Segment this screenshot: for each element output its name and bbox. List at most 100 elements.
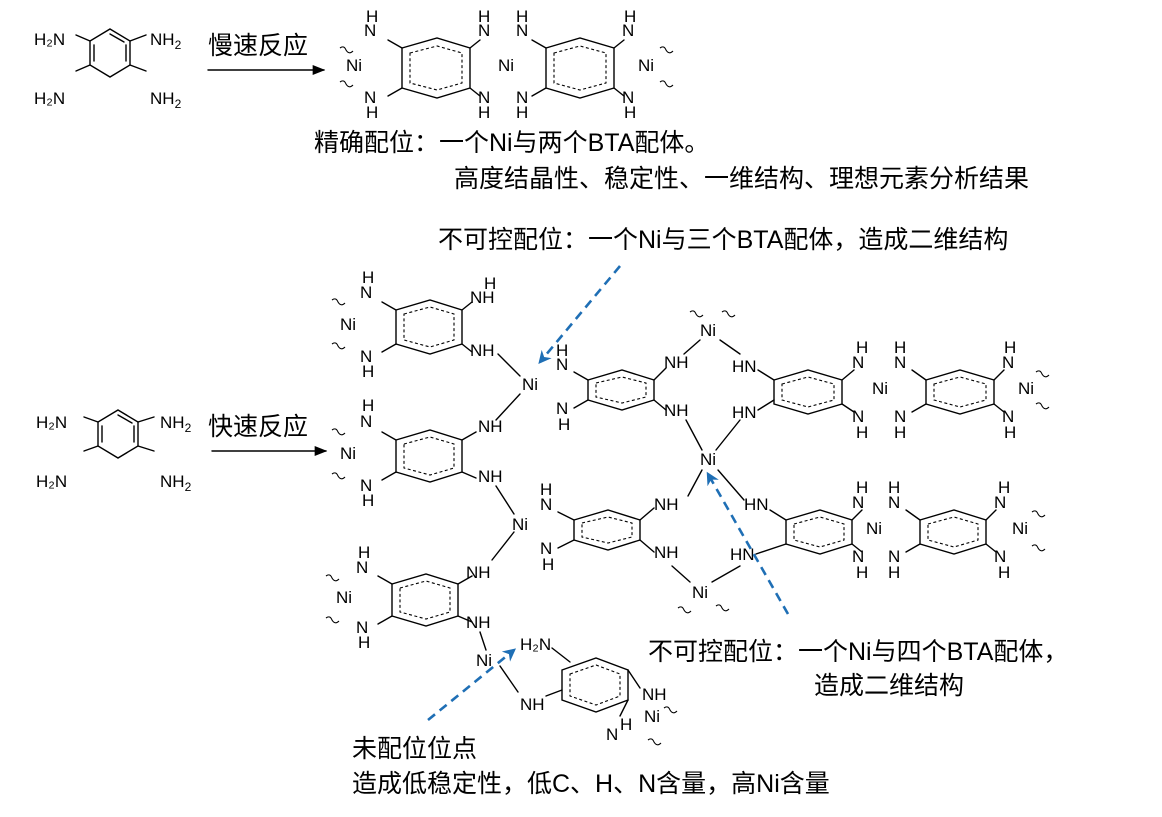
svg-text:N: N [994, 493, 1006, 512]
svg-text:H₂N: H₂N [520, 635, 551, 654]
svg-text:N: N [478, 88, 490, 107]
svg-text:Ni: Ni [700, 450, 716, 469]
svg-text:H: H [478, 103, 490, 122]
tetra-coord-caption-line1: 不可控配位：一个Ni与四个BTA配体， [648, 638, 1068, 666]
svg-text:HN: HN [744, 495, 769, 514]
svg-text:H: H [358, 633, 370, 652]
uncoord-pointer [427, 648, 517, 722]
svg-text:H: H [362, 396, 374, 415]
svg-text:H: H [366, 103, 378, 122]
svg-text:Ni: Ni [692, 583, 708, 602]
svg-text:N: N [556, 399, 568, 418]
svg-text:NH: NH [466, 613, 491, 632]
svg-text:N: N [894, 407, 906, 426]
svg-text:N: N [540, 539, 552, 558]
svg-text:H: H [888, 563, 900, 582]
svg-text:Ni: Ni [498, 56, 514, 75]
svg-text:N: N [852, 547, 864, 566]
monomer-top: H₂N H₂N NH2 NH2 [34, 28, 182, 111]
svg-text:N: N [516, 21, 528, 40]
svg-text:Ni: Ni [700, 321, 716, 340]
svg-text:H: H [1004, 423, 1016, 442]
svg-text:H: H [542, 555, 554, 574]
svg-text:N: N [888, 547, 900, 566]
svg-text:NH: NH [654, 495, 679, 514]
svg-text:H: H [358, 543, 370, 562]
amine-label: H₂N [34, 89, 65, 108]
svg-text:Ni: Ni [1012, 519, 1028, 538]
svg-text:Ni: Ni [340, 315, 356, 334]
svg-text:NH: NH [520, 695, 545, 714]
svg-text:H: H [484, 274, 496, 293]
svg-text:N: N [356, 618, 368, 637]
svg-text:N: N [894, 353, 906, 372]
svg-text:NH: NH [642, 685, 667, 704]
svg-text:H: H [558, 415, 570, 434]
svg-text:N: N [852, 407, 864, 426]
slow-reaction-label: 慢速反应 [208, 32, 308, 60]
svg-text:H: H [540, 480, 552, 499]
svg-text:N: N [356, 558, 368, 577]
amine-label: H₂N [34, 30, 65, 49]
svg-text:N: N [540, 495, 552, 514]
svg-text:N: N [478, 21, 490, 40]
tri-coord-caption: 不可控配位：一个Ni与三个BTA配体，造成二维结构 [438, 226, 1008, 254]
svg-text:NH: NH [478, 467, 503, 486]
svg-text:H: H [1004, 338, 1016, 357]
svg-text:H: H [624, 103, 636, 122]
svg-text:Ni: Ni [346, 56, 362, 75]
svg-text:H: H [894, 338, 906, 357]
tetra-coord-caption-line2: 造成二维结构 [814, 672, 964, 700]
svg-text:H: H [856, 563, 868, 582]
svg-text:NH: NH [664, 353, 689, 372]
tetra-coord-pointer [706, 471, 790, 615]
amine-label: NH2 [150, 30, 182, 52]
svg-text:Ni: Ni [340, 444, 356, 463]
svg-text:Ni: Ni [638, 56, 654, 75]
svg-text:N: N [622, 21, 634, 40]
svg-text:N: N [360, 476, 372, 495]
svg-text:Ni: Ni [336, 588, 352, 607]
svg-text:H: H [362, 362, 374, 381]
svg-text:H: H [516, 7, 528, 26]
svg-text:NH: NH [664, 401, 689, 420]
svg-text:NH: NH [654, 543, 679, 562]
svg-text:N: N [622, 88, 634, 107]
svg-text:HN: HN [732, 357, 757, 376]
svg-text:Ni: Ni [476, 651, 492, 670]
svg-text:H: H [998, 478, 1010, 497]
svg-text:N: N [1002, 353, 1014, 372]
svg-text:NH: NH [470, 288, 495, 307]
svg-text:H: H [556, 341, 568, 360]
svg-text:N: N [1002, 407, 1014, 426]
uncoord-caption-line2: 造成低稳定性，低C、H、N含量，高Ni含量 [352, 770, 830, 798]
precise-caption-line2: 高度结晶性、稳定性、一维结构、理想元素分析结果 [454, 165, 1029, 193]
svg-text:H: H [888, 478, 900, 497]
svg-text:NH: NH [470, 341, 495, 360]
svg-text:N: N [364, 88, 376, 107]
svg-text:N: N [364, 21, 376, 40]
svg-text:H: H [366, 7, 378, 26]
svg-text:H: H [894, 423, 906, 442]
svg-text:H: H [362, 491, 374, 510]
fast-reaction-label: 快速反应 [208, 413, 308, 441]
svg-text:H: H [516, 103, 528, 122]
svg-text:Ni: Ni [872, 379, 888, 398]
svg-text:H: H [478, 7, 490, 26]
svg-text:N: N [852, 493, 864, 512]
svg-text:H: H [856, 338, 868, 357]
svg-text:NH: NH [478, 417, 503, 436]
svg-text:N: N [888, 493, 900, 512]
network-2d: Ni NH NH NHH NH Ni NH NH NH NH Ni NH NH … [325, 268, 1050, 746]
monomer-bottom: H₂N H₂N NH2 NH2 [36, 409, 192, 494]
svg-text:N: N [556, 355, 568, 374]
svg-text:H: H [362, 268, 374, 287]
svg-text:Ni: Ni [1018, 379, 1034, 398]
svg-text:Ni: Ni [644, 707, 660, 726]
amine-label: NH2 [160, 413, 192, 435]
svg-text:H: H [624, 7, 636, 26]
amine-label: NH2 [160, 472, 192, 494]
svg-text:N: N [360, 347, 372, 366]
svg-text:N: N [852, 353, 864, 372]
